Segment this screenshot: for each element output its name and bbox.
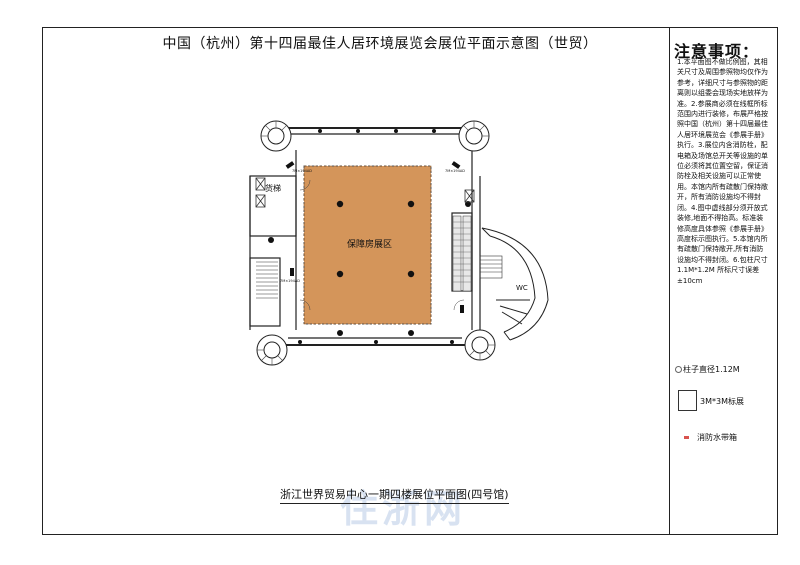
booth-legend-label: 3M*3M标展 <box>700 397 744 406</box>
fire-box-legend-icon <box>684 436 689 439</box>
lift-cells <box>255 177 475 208</box>
exhibit-area <box>303 165 432 325</box>
escalators <box>452 215 472 292</box>
svg-text:7M×194AD: 7M×194AD <box>280 279 300 283</box>
right-stair <box>479 255 503 279</box>
booth-legend-icon <box>678 390 697 411</box>
svg-text:7M×194AD: 7M×194AD <box>292 169 312 173</box>
left-stair <box>256 261 278 299</box>
escalator-steps <box>453 221 471 283</box>
doors <box>299 179 465 311</box>
notes-heading: 注意事项： <box>674 42 760 61</box>
exhibit-area-label: 保障房展区 <box>347 240 393 250</box>
notes-divider <box>669 27 670 535</box>
cargo-lift-label: 货梯 <box>265 184 281 193</box>
column-legend-label: 柱子直径1.12M <box>683 365 740 374</box>
watermark: 住浙网 <box>340 487 467 531</box>
stair-treads <box>257 121 495 365</box>
column-legend-icon <box>675 366 682 373</box>
page-title: 中国（杭州）第十四届最佳人居环境展览会展位平面示意图（世贸） <box>162 36 598 52</box>
svg-text:7M×194AD: 7M×194AD <box>445 169 465 173</box>
building-outline <box>249 127 481 346</box>
wc-wing <box>481 227 549 341</box>
notes-body: 1.本平面图不做比例图，其相关尺寸及周围参照物均仅作为参考，详细尺寸与参照物的距… <box>677 58 768 285</box>
drawing-frame <box>42 27 778 535</box>
fire-box-marks <box>285 161 464 313</box>
wc-label: WC <box>516 284 528 292</box>
small-tags: 7M×194AD 7M×194AD 7M×194AD <box>280 169 465 283</box>
fire-box-legend-label: 消防水带箱 <box>697 433 737 442</box>
plan-caption: 浙江世界贸易中心一期四楼展位平面图(四号馆) <box>280 486 509 504</box>
